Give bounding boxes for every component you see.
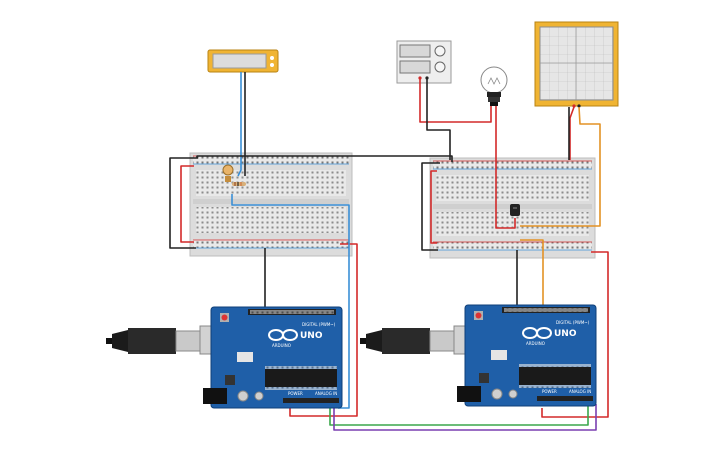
arduino-logo-icon bbox=[522, 327, 552, 339]
wire-bridge-black bbox=[196, 155, 453, 162]
right-brand-label: ARDUINO bbox=[526, 341, 545, 346]
left-power-label: POWER bbox=[288, 391, 303, 396]
right-analog-label: ANALOG IN bbox=[569, 389, 591, 394]
wires bbox=[169, 72, 609, 431]
left-brand-label: ARDUINO bbox=[272, 343, 291, 348]
right-model-label: UNO bbox=[554, 329, 577, 339]
power-supply[interactable] bbox=[396, 40, 452, 84]
wire-left-5v-red bbox=[289, 243, 358, 417]
wire-right-rail-black bbox=[421, 162, 440, 251]
left-analog-label: ANALOG IN bbox=[315, 391, 337, 396]
wire-right-orange-pwm bbox=[520, 239, 544, 309]
resistor[interactable] bbox=[232, 182, 246, 186]
right-power-label: POWER bbox=[542, 389, 557, 394]
wire-psu-red bbox=[419, 79, 492, 123]
right-breadboard[interactable] bbox=[429, 157, 596, 259]
light-bulb[interactable] bbox=[480, 66, 508, 106]
potentiometer[interactable] bbox=[222, 164, 234, 182]
left-model-label: UNO bbox=[300, 331, 323, 341]
left-arduino[interactable]: DIGITAL (PWM~) UNO ARDUINO POWER ANALOG … bbox=[106, 306, 343, 409]
right-arduino[interactable]: DIGITAL (PWM~) UNO ARDUINO POWER ANALOG … bbox=[360, 304, 597, 407]
usb-plug-tip bbox=[106, 338, 114, 344]
right-digital-label: DIGITAL (PWM~) bbox=[556, 320, 590, 325]
wire-left-rail-red bbox=[180, 165, 194, 243]
lcd-display[interactable] bbox=[207, 49, 279, 73]
wire-scope-orange bbox=[520, 106, 601, 227]
wire-right-5v-red bbox=[541, 251, 609, 418]
wire-left-rail-black bbox=[169, 157, 198, 249]
arduino-logo-icon bbox=[268, 329, 298, 341]
wire-right-rail-red bbox=[430, 170, 437, 244]
oscilloscope[interactable] bbox=[534, 21, 619, 108]
left-digital-label: DIGITAL (PWM~) bbox=[302, 322, 336, 327]
wire-left-blue-a0 bbox=[231, 194, 350, 409]
wire-serial-purple bbox=[333, 404, 597, 431]
wire-scope-red bbox=[569, 106, 575, 160]
wire-serial-green bbox=[329, 404, 589, 426]
transistor[interactable] bbox=[510, 204, 520, 216]
wire-lcd-blue bbox=[237, 72, 242, 177]
wire-psu-black bbox=[426, 79, 451, 160]
wire-bulb-red bbox=[495, 106, 516, 229]
